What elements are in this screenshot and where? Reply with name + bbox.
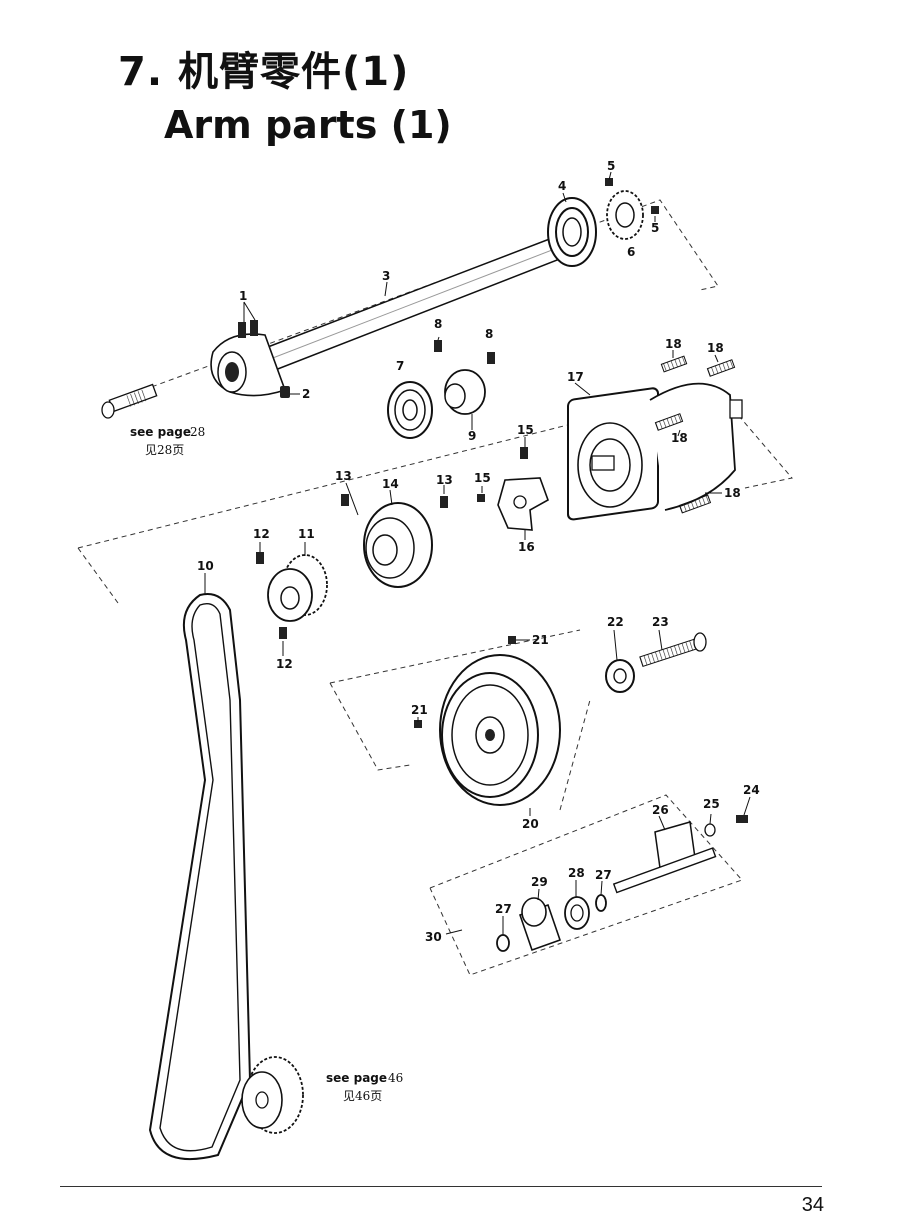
callout-29: 29 — [531, 875, 548, 889]
page-title: 7. 机臂零件(1) Arm parts (1) — [118, 52, 452, 144]
callout-8b: 8 — [485, 327, 493, 341]
callout-18a: 18 — [665, 337, 682, 351]
page-reference-46: see page 46 见46页 — [326, 1071, 403, 1103]
title-english: Arm parts (1) — [164, 103, 452, 147]
see-page-cn-46: 见46页 — [343, 1089, 382, 1103]
callout-17: 17 — [567, 370, 584, 384]
callout-14: 14 — [382, 477, 399, 491]
callout-15a: 15 — [517, 423, 534, 437]
spindle-shaft-end — [101, 383, 158, 419]
callout-10: 10 — [197, 559, 214, 573]
callout-9: 9 — [468, 429, 476, 443]
handwheel — [414, 636, 561, 806]
callout-7: 7 — [396, 359, 404, 373]
callout-5b: 5 — [651, 221, 659, 235]
callout-20: 20 — [522, 817, 539, 831]
see-page-cn-28: 见28页 — [145, 443, 184, 457]
callout-13a: 13 — [335, 469, 352, 483]
callout-15b: 15 — [474, 471, 491, 485]
callout-22: 22 — [607, 615, 624, 629]
footer-divider — [60, 1186, 822, 1187]
callout-30: 30 — [425, 930, 442, 944]
washer-screw-22-23 — [605, 632, 707, 693]
see-page-number-46: 46 — [388, 1071, 403, 1085]
callout-6: 6 — [627, 245, 635, 259]
timing-pulley-upper — [256, 552, 328, 639]
shaft-collar — [210, 320, 290, 398]
spider-coupling — [477, 447, 549, 531]
coupling-hub — [341, 494, 448, 588]
callout-8a: 8 — [434, 317, 442, 331]
arm-shaft — [258, 234, 572, 373]
callout-24: 24 — [743, 783, 760, 797]
callout-12b: 12 — [276, 657, 293, 671]
callout-16: 16 — [518, 540, 535, 554]
timing-belt — [148, 593, 252, 1161]
title-chinese: 7. 机臂零件(1) — [118, 49, 410, 95]
callout-13b: 13 — [436, 473, 453, 487]
callout-12a: 12 — [253, 527, 270, 541]
callout-5a: 5 — [607, 159, 615, 173]
callout-27b: 27 — [495, 902, 512, 916]
callout-18b: 18 — [707, 341, 724, 355]
timing-pulley-lower — [241, 1056, 304, 1134]
collar-9 — [434, 340, 495, 415]
callout-27a: 27 — [595, 868, 612, 882]
callout-numbers: 1 2 3 4 5 5 6 7 8 8 9 10 11 12 12 13 13 … — [197, 159, 760, 944]
callout-4: 4 — [558, 179, 566, 193]
callout-23: 23 — [652, 615, 669, 629]
see-page-number-28: 28 — [190, 425, 205, 439]
bobbin-winder-shaft — [612, 815, 748, 894]
callout-25: 25 — [703, 797, 720, 811]
leader-lines — [204, 171, 751, 935]
bearing-7 — [387, 381, 433, 439]
see-page-label-28: see page — [130, 425, 191, 439]
bevel-gear — [605, 178, 659, 240]
callout-3: 3 — [382, 269, 390, 283]
callout-1: 1 — [239, 289, 247, 303]
callout-18c: 18 — [671, 431, 688, 445]
callout-11: 11 — [298, 527, 315, 541]
page-number: 34 — [801, 1194, 824, 1216]
see-page-label-46: see page — [326, 1071, 387, 1085]
callout-21b: 21 — [411, 703, 428, 717]
callout-2: 2 — [302, 387, 310, 401]
page-reference-28: see page 28 见28页 — [130, 425, 205, 457]
callout-21a: 21 — [532, 633, 549, 647]
shaft-bearing — [547, 197, 597, 267]
motor — [567, 355, 743, 521]
bobbin-winder-parts — [496, 894, 607, 952]
callout-26: 26 — [652, 803, 669, 817]
callout-28: 28 — [568, 866, 585, 880]
callout-18d: 18 — [724, 486, 741, 500]
